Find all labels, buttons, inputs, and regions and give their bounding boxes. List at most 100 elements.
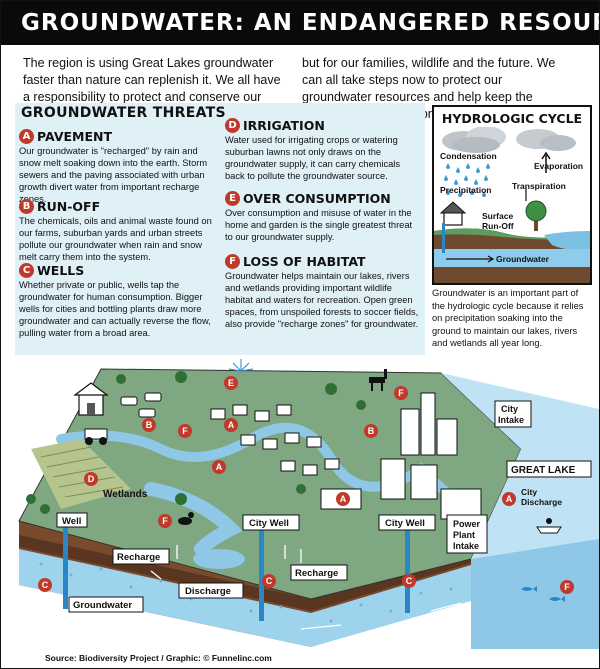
grass-layer <box>434 228 590 240</box>
threat-text: Over consumption and misuse of water in … <box>225 208 413 243</box>
lake-water <box>544 231 590 251</box>
well-labels: Well City Well City Well <box>56 512 436 531</box>
threat-text: Our groundwater is "recharged" by rain a… <box>19 146 208 205</box>
power-plant-label: Power Plant Intake <box>446 514 488 554</box>
sprinkler-icon <box>228 359 254 372</box>
deer-icon <box>369 369 387 391</box>
label-transpiration: Transpiration <box>512 181 566 191</box>
label-precipitation: Precipitation <box>440 185 491 195</box>
great-lake-label: GREAT LAKE <box>506 460 592 478</box>
marker-a-icon: A <box>336 492 350 506</box>
label-recharge-2: Recharge <box>295 568 338 579</box>
label-condensation: Condensation <box>440 151 497 161</box>
marker-a-icon: A <box>502 492 516 506</box>
threat-title: WELLS <box>37 263 85 278</box>
threat-text: Whether private or public, wells tap the… <box>19 280 211 339</box>
label-runoff-2: Run-Off <box>482 221 514 231</box>
threat-title: PAVEMENT <box>37 129 113 144</box>
label-power-plant-3: Intake <box>453 541 479 551</box>
marker-letter: E <box>228 378 234 388</box>
marker-a-icon: A <box>212 460 226 474</box>
cycle-title: HYDROLOGIC CYCLE <box>441 111 583 126</box>
label-power-plant-1: Power <box>453 519 481 529</box>
badge-icon: E <box>225 191 240 206</box>
marker-letter: C <box>406 576 413 586</box>
groundwater-arrow-icon <box>446 255 495 263</box>
badge-icon: B <box>19 199 34 214</box>
lake-depth <box>471 539 599 649</box>
flow-arrows <box>150 545 462 630</box>
cloud-icon <box>442 127 576 153</box>
marker-letter: A <box>340 494 347 504</box>
marker-letter: F <box>162 516 168 526</box>
groundwater-label: Groundwater <box>68 596 144 613</box>
cow-icon <box>120 392 162 418</box>
marker-letter: C <box>42 580 49 590</box>
threat-text: Water used for irrigating crops or water… <box>225 135 400 182</box>
marker-c-icon: C <box>262 574 276 588</box>
barn-icon <box>73 382 109 416</box>
marker-letter: F <box>398 388 404 398</box>
marker-f-icon: F <box>158 514 172 528</box>
label-evaporation: Evaporation <box>534 161 583 171</box>
rain-icon <box>444 163 490 197</box>
groundwater-diagram: Well City Well City Well Wetlands Rechar… <box>18 359 599 649</box>
marker-f-icon: F <box>394 386 408 400</box>
marker-letter: B <box>368 426 375 436</box>
marker-letter: B <box>146 420 153 430</box>
threat-title: LOSS OF HABITAT <box>243 254 366 269</box>
houses <box>210 404 340 476</box>
label-city-intake-2: Intake <box>498 415 524 425</box>
marker-d-icon: D <box>84 472 98 486</box>
marker-c-icon: C <box>402 574 416 588</box>
marker-e-icon: E <box>224 376 238 390</box>
label-wetlands: Wetlands <box>103 489 148 500</box>
evaporation-arrow-icon <box>541 151 551 173</box>
city-buildings <box>320 392 482 520</box>
marker-letter: F <box>564 582 570 592</box>
threat-title: RUN-OFF <box>37 199 101 214</box>
tree-icon <box>26 371 366 514</box>
label-power-plant-2: Plant <box>453 530 475 540</box>
label-recharge-1: Recharge <box>117 552 160 563</box>
label-city-discharge-2: Discharge <box>521 497 562 507</box>
marker-b-icon: B <box>142 418 156 432</box>
threats-heading: GROUNDWATER THREATS <box>21 105 226 121</box>
threat-markers: A A A A B B C C C D E F F F F <box>38 376 574 594</box>
label-discharge: Discharge <box>185 586 231 597</box>
title-bar: GROUNDWATER: AN ENDANGERED RESOURCE <box>1 1 599 45</box>
badge-icon: C <box>19 263 34 278</box>
recharge-label-1: Recharge <box>112 548 170 565</box>
house-icon <box>439 201 467 226</box>
label-well: Well <box>62 516 81 527</box>
label-runoff-1: Surface <box>482 211 513 221</box>
marker-f-icon: F <box>178 424 192 438</box>
marker-b-icon: B <box>364 424 378 438</box>
soil-band <box>19 535 471 611</box>
fish-icon <box>521 586 565 602</box>
cycle-illustration: Condensation Precipitation Evaporation T… <box>434 127 590 283</box>
marker-letter: A <box>216 462 223 472</box>
page-title: GROUNDWATER: AN ENDANGERED RESOURCE <box>21 10 600 36</box>
wells <box>63 517 410 621</box>
aquifer-layer <box>434 249 590 267</box>
label-city-well-1: City Well <box>249 518 289 529</box>
marker-a-icon: A <box>224 418 238 432</box>
boat-icon <box>536 518 562 534</box>
farm-field <box>31 439 131 509</box>
city-intake-label: City Intake <box>494 400 532 428</box>
label-city-well-2: City Well <box>385 518 425 529</box>
label-great-lake: GREAT LAKE <box>511 465 576 476</box>
cycle-note: Groundwater is an important part of the … <box>432 288 584 348</box>
marker-c-icon: C <box>38 578 52 592</box>
pond <box>193 549 245 569</box>
tractor-icon <box>84 428 108 445</box>
label-groundwater-diagram: Groundwater <box>73 600 132 611</box>
marker-letter: F <box>182 426 188 436</box>
hydrologic-cycle-box: HYDROLOGIC CYCLE Condensation Precipitat… <box>432 105 592 285</box>
